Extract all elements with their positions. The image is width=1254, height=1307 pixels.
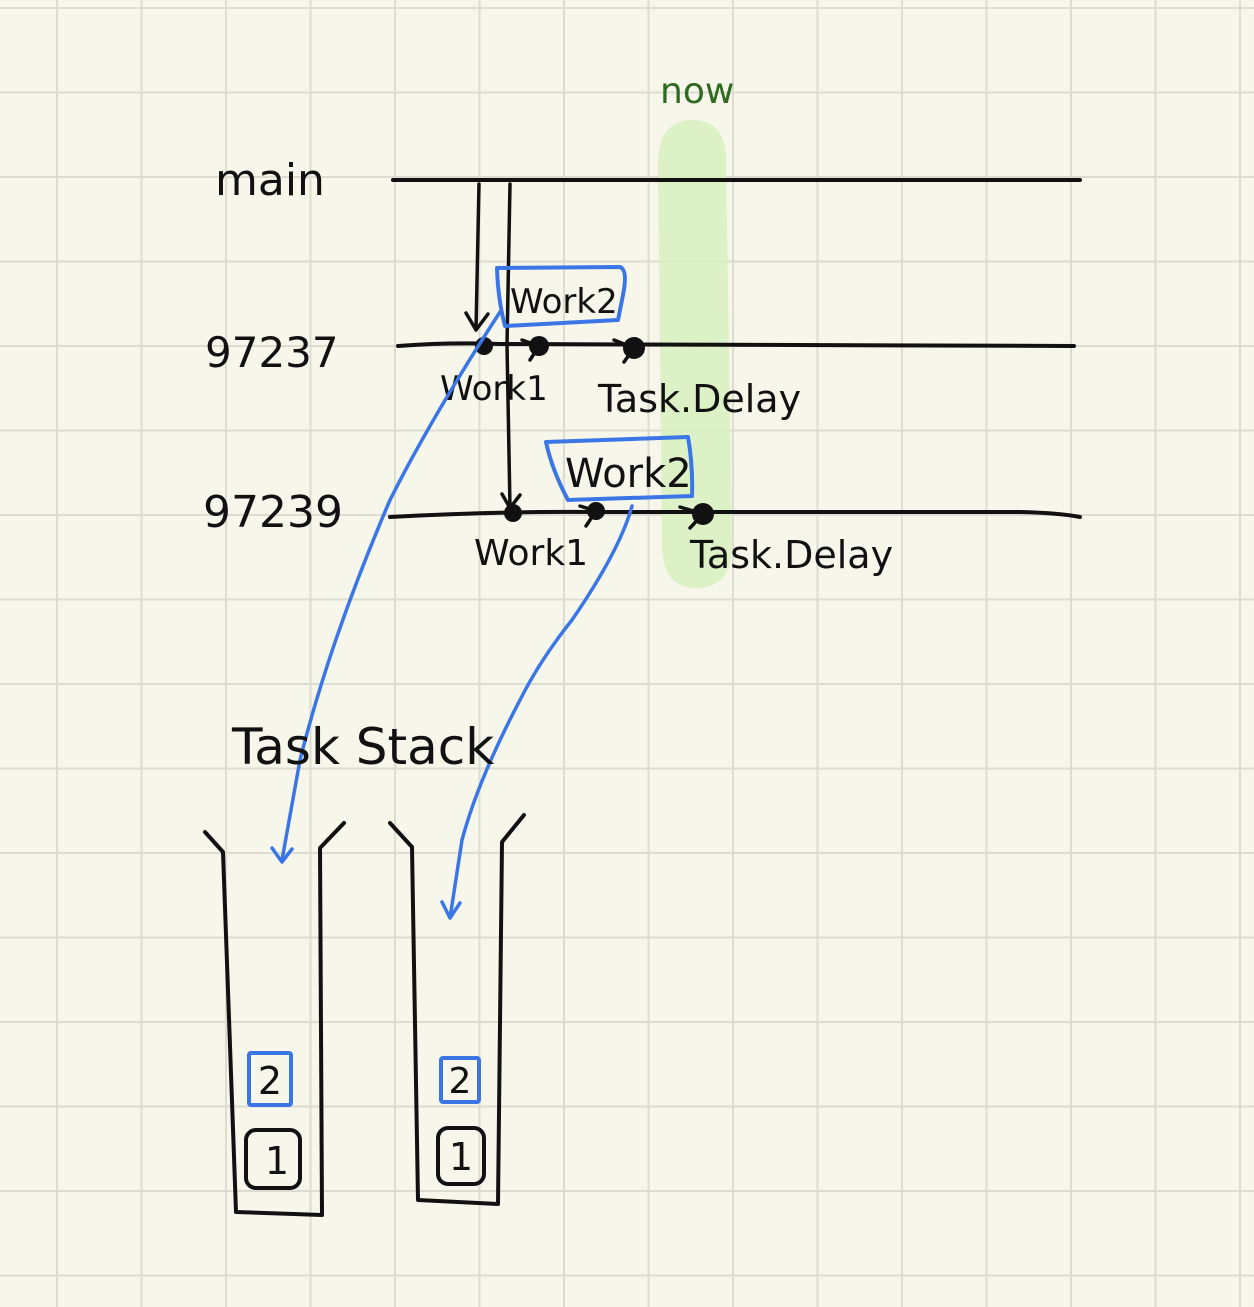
thread-97239-line (388, 509, 1082, 519)
tick-arrow-97237-b (612, 338, 637, 364)
thread-97237-label: 97237 (205, 328, 339, 377)
stack-2-item-2-box (439, 1056, 481, 1104)
stack-2-item-1-label: 1 (449, 1135, 473, 1179)
task-stack-title: Task Stack (231, 718, 494, 776)
delay-label-97237: Task.Delay (597, 377, 801, 421)
now-label: now (660, 71, 734, 112)
tick-arrow-97237-a (520, 338, 542, 362)
tick-arrow-97239-a (578, 504, 599, 528)
stack-1-item-1-box (244, 1128, 302, 1190)
work2-box-97239 (544, 435, 695, 502)
now-highlight (658, 120, 732, 588)
delay-label-97239: Task.Delay (689, 533, 893, 577)
stack-1-item-2-label: 2 (258, 1059, 282, 1103)
main-label: main (215, 155, 325, 206)
blue-arrow-to-stack-2 (440, 504, 634, 920)
task-stack-2 (388, 813, 526, 1206)
tick-arrow-97239-b (678, 505, 707, 530)
work2-label-97239: Work2 (565, 451, 692, 497)
dot-work1-97239 (504, 504, 522, 522)
arrow-main-to-97237 (464, 182, 490, 332)
work2-label-97237: Work2 (510, 282, 618, 322)
blue-arrow-to-stack-1 (270, 310, 502, 864)
task-stack-1 (203, 821, 346, 1217)
thread-97237-line (396, 341, 1076, 348)
stack-2-item-1-box (436, 1126, 486, 1186)
thread-97239-label: 97239 (203, 487, 343, 538)
work1-label-97237: Work1 (440, 369, 548, 409)
stack-1-item-1-label: 1 (265, 1139, 289, 1183)
work1-label-97239: Work1 (474, 533, 588, 574)
stack-1-item-2-box (247, 1051, 293, 1107)
work2-box-97237 (495, 265, 627, 328)
stack-2-item-2-label: 2 (449, 1061, 472, 1102)
